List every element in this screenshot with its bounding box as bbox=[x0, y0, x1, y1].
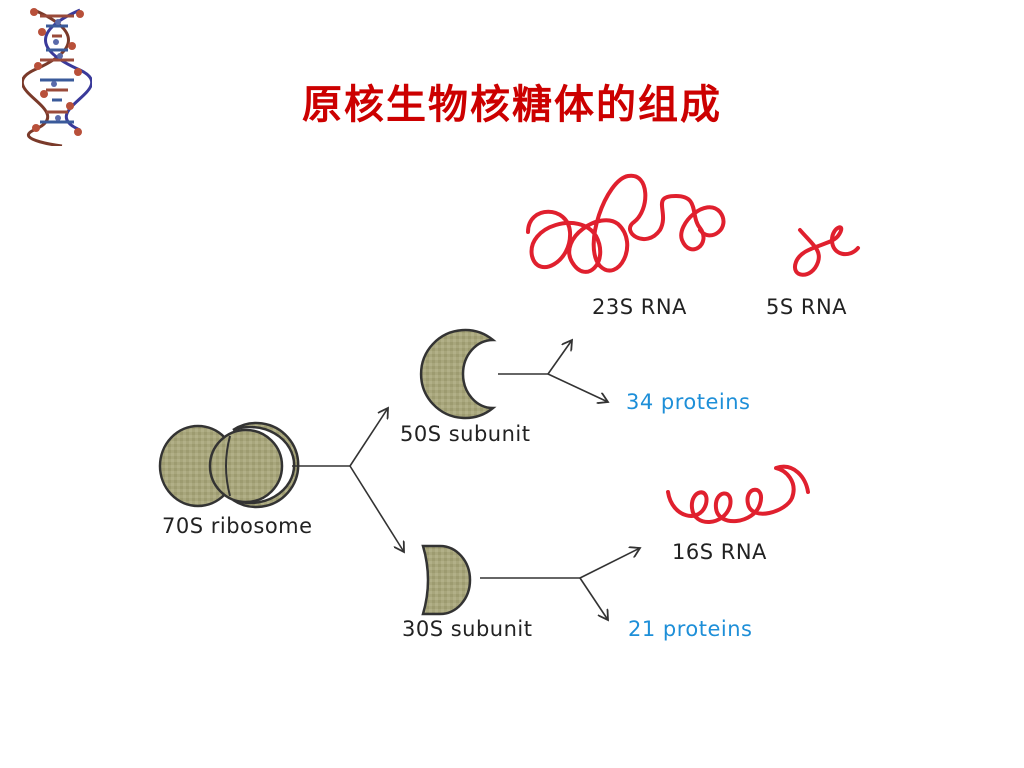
split-arrows-50s bbox=[498, 340, 608, 402]
rna-23s-strand bbox=[526, 173, 726, 274]
ribosome-70s-label: 70S ribosome bbox=[162, 514, 313, 538]
small-proteins-label: 21 proteins bbox=[628, 617, 753, 641]
subunit-30s-label: 30S subunit bbox=[402, 617, 533, 641]
split-arrows-ribosome bbox=[292, 408, 404, 552]
subunit-30s-shape bbox=[421, 544, 472, 616]
dna-helix-icon bbox=[22, 8, 92, 146]
large-proteins-label: 34 proteins bbox=[626, 390, 751, 414]
split-arrows-30s bbox=[480, 548, 640, 620]
rna-23s-label: 23S RNA bbox=[592, 295, 687, 319]
subunit-50s-label: 50S subunit bbox=[400, 422, 531, 446]
ribosome-70s-shape bbox=[158, 421, 300, 509]
slide-title: 原核生物核糖体的组成 bbox=[302, 81, 722, 128]
rna-5s-label: 5S RNA bbox=[766, 295, 848, 319]
rna-5s-strand bbox=[793, 225, 860, 277]
subunit-50s-shape bbox=[419, 328, 497, 420]
rna-16s-label: 16S RNA bbox=[672, 540, 767, 564]
rna-16s-strand bbox=[666, 464, 810, 524]
